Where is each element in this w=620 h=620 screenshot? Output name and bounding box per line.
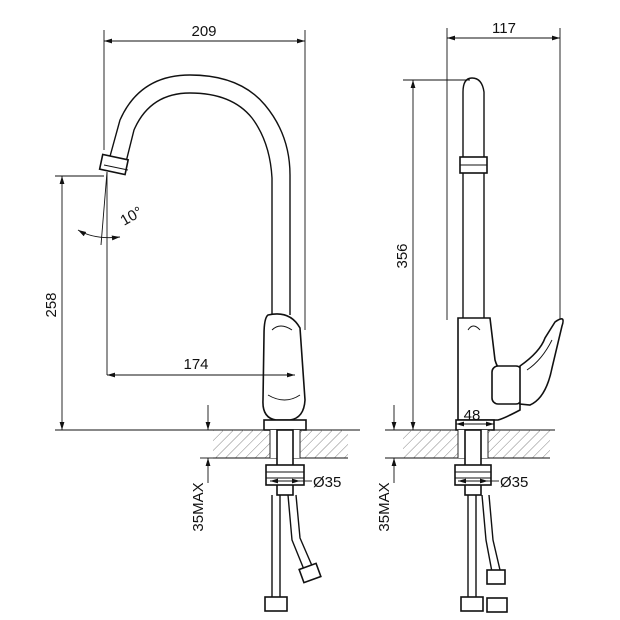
side-hole-diameter-label: Ø35 (500, 474, 528, 491)
hole-diameter-label: Ø35 (313, 474, 341, 491)
front-view: 209 10° 174 (43, 23, 360, 612)
height-label: 356 (394, 243, 411, 268)
flexible-hoses (264, 494, 322, 612)
side-flexible-hoses (460, 494, 508, 613)
side-deck-max-label: 35MAX (376, 482, 393, 531)
side-hole-diameter-annotation: Ø35 (458, 474, 528, 491)
spout-height-dimension: 258 (43, 175, 104, 430)
spout (98, 74, 291, 315)
angle-label: 10° (118, 203, 146, 229)
depth-label: 117 (492, 20, 516, 37)
hole-diameter-annotation: Ø35 (270, 474, 341, 491)
side-view: 117 356 48 (376, 20, 564, 613)
width-dimension: 209 (103, 23, 306, 330)
spout-height-label: 258 (43, 292, 60, 317)
height-dimension: 356 (394, 79, 470, 430)
base-width-dimension: 48 (456, 407, 494, 427)
deck-max-label: 35MAX (190, 482, 207, 531)
width-label: 209 (191, 23, 216, 40)
angle-annotation: 10° (77, 171, 146, 375)
base-width-label: 48 (464, 407, 481, 424)
countertop (55, 429, 360, 459)
faucet-body (262, 313, 307, 431)
reach-dimension: 174 (107, 356, 295, 378)
side-spout (459, 77, 488, 320)
side-deck-thickness-dimension: 35MAX (376, 405, 404, 532)
reach-label: 174 (183, 356, 208, 373)
deck-thickness-dimension: 35MAX (190, 405, 216, 532)
depth-dimension: 117 (446, 20, 561, 320)
